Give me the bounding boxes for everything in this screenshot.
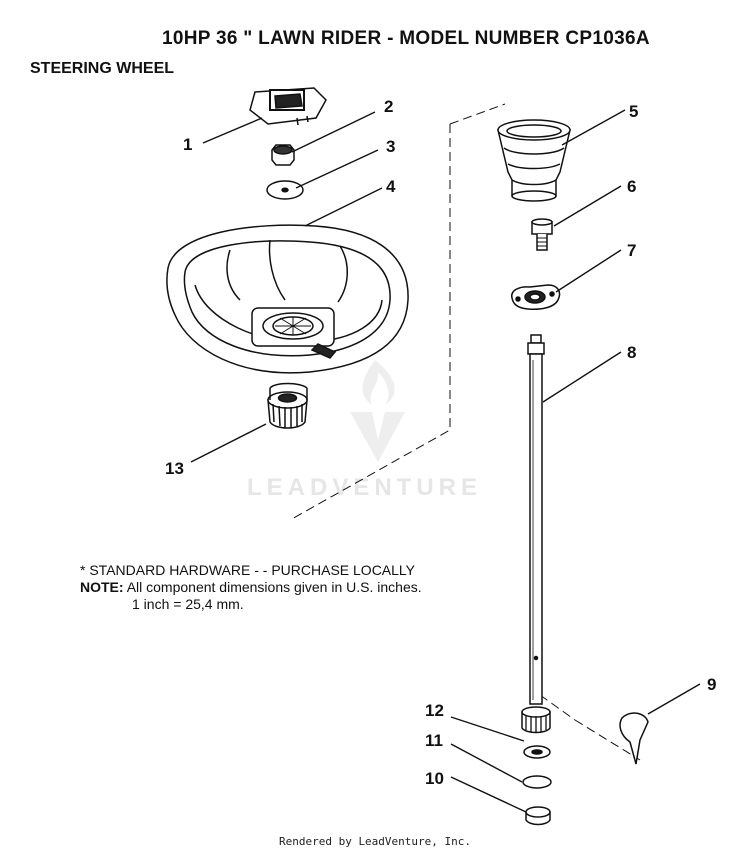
part-bolt [531,218,553,251]
note-text: All component dimensions given in U.S. i… [126,579,422,595]
part-steering-wheel [166,224,409,374]
callout-10: 10 [425,769,444,788]
callout-8: 8 [627,343,636,362]
dimension-note: NOTE: All component dimensions given in … [80,579,422,596]
part-bearing-flange [511,284,561,310]
watermark: LEADVENTURE [247,474,483,501]
part-flat-washer [523,745,551,759]
part-washer [266,180,304,200]
footer-credit: Rendered by LeadVenture, Inc. [278,835,472,848]
reference-lines [289,103,641,761]
part-steering-boot [497,119,571,202]
callout-9: 9 [707,675,716,694]
callout-4: 4 [386,177,396,196]
callout-1: 1 [183,135,192,154]
callout-labels: 1 2 3 4 5 6 7 8 9 10 11 12 13 [165,97,716,788]
callout-11: 11 [425,731,443,750]
part-pinion-gear [521,706,551,734]
part-end-cap [525,806,551,826]
note-label: NOTE: [80,579,124,595]
section-title: STEERING WHEEL [30,60,175,77]
callout-5: 5 [629,102,638,121]
callout-2: 2 [384,97,393,116]
notes: * STANDARD HARDWARE - - PURCHASE LOCALLY… [80,562,422,613]
diagram-title: 10HP 36 " LAWN RIDER - MODEL NUMBER CP10… [162,28,650,49]
part-hub-cap [249,87,327,126]
part-steering-shaft [527,334,545,705]
part-splined-adapter [267,382,308,429]
callout-13: 13 [165,459,184,478]
part-grease [619,712,649,765]
part-nut [271,144,295,166]
leader-lines [190,109,701,813]
part-retaining-ring [522,775,552,789]
callout-7: 7 [627,241,636,260]
callout-6: 6 [627,177,636,196]
conversion-note: 1 inch = 25,4 mm. [132,596,244,612]
callout-12: 12 [425,701,444,720]
watermark-logo [350,360,405,462]
hardware-note: * STANDARD HARDWARE - - PURCHASE LOCALLY [80,562,416,578]
callout-3: 3 [386,137,395,156]
